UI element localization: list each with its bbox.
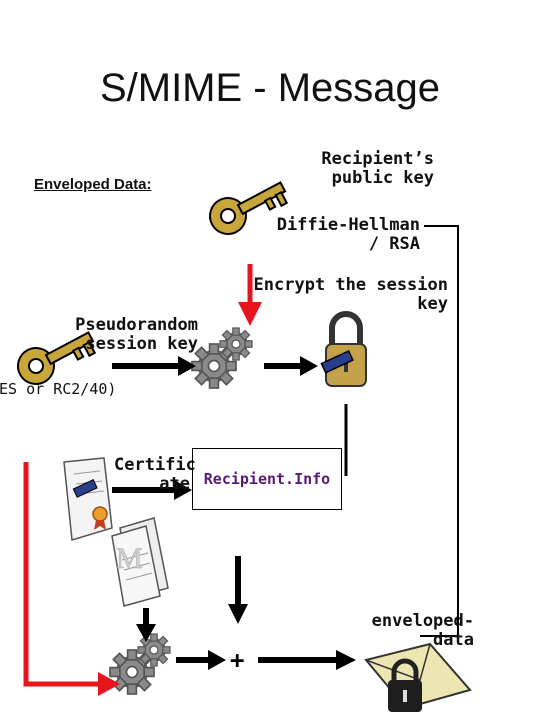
recipient-public-key-label: Recipient’s public key (321, 149, 434, 188)
recipient-info-label: Recipient.Info (203, 470, 331, 488)
dh-connector-line (420, 225, 459, 637)
arrow-certificate-to-recipientinfo (112, 480, 192, 500)
encrypt-session-key-label: Encrypt the session key (253, 275, 448, 314)
enveloped-data-output-label: enveloped- data (371, 611, 474, 650)
certificate-label: Certific ate (114, 455, 196, 494)
plus-sign: + (230, 646, 244, 674)
slide-title: S/MIME - Message (99, 66, 441, 110)
padlock-icon (320, 311, 367, 387)
envelope-lock-icon (364, 642, 472, 712)
red-arrow-certificate-to-gear (23, 462, 120, 696)
red-arrow-key-to-gear (238, 264, 262, 326)
content-encrypt-gear-icon (110, 634, 170, 694)
diffie-hellman-rsa-label: Diffie-Hellman / RSA (276, 215, 420, 254)
enveloped-data-label: Enveloped Data: (34, 176, 152, 193)
encrypt-gear-icon (192, 328, 252, 388)
certificate-icon (63, 457, 113, 541)
arrow-recipientinfo-to-plus (228, 556, 248, 624)
arrow-plus-to-envelope (258, 650, 356, 670)
arrow-gear-to-padlock (264, 356, 318, 376)
des-rc2-note: DES or RC2/40) (0, 380, 117, 398)
message-letter: M (116, 542, 143, 575)
recipient-info-box: Recipient.Info (192, 448, 342, 510)
arrow-gear-to-plus (176, 650, 226, 670)
arrow-message-to-gear (136, 608, 156, 642)
message-document-icon (111, 517, 169, 607)
pseudorandom-session-key-label: Pseudorandom session key (75, 315, 198, 354)
arrow-session-key-to-gear (112, 356, 196, 376)
